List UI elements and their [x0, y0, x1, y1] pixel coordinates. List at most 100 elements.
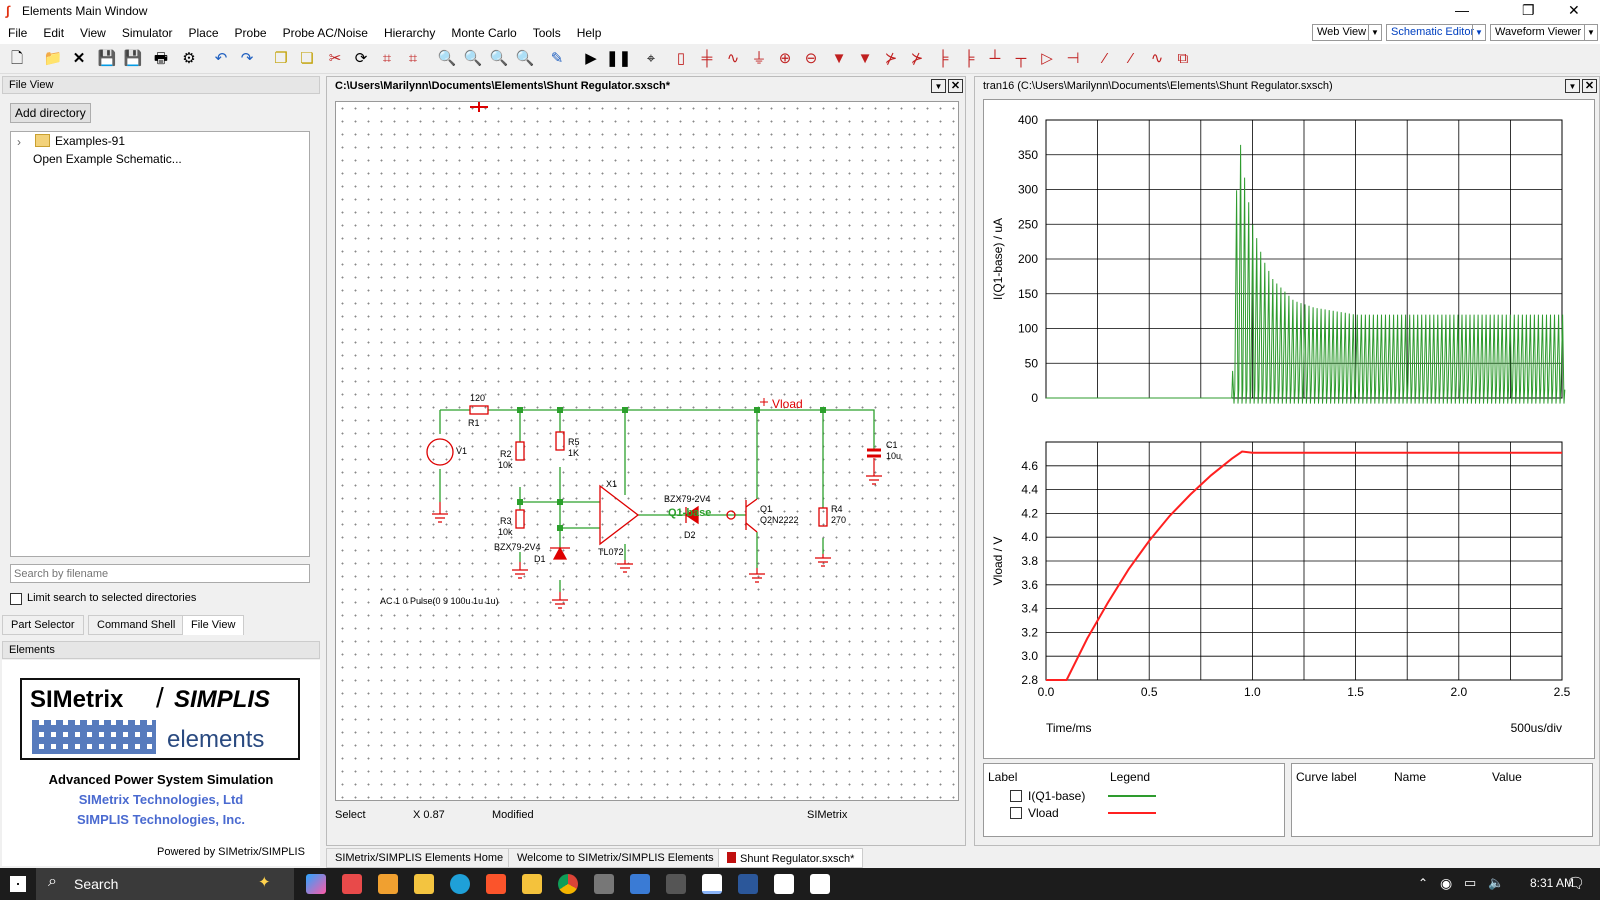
- close-doc-icon[interactable]: ✕: [948, 79, 963, 93]
- volume-icon[interactable]: 🔈: [1488, 875, 1505, 890]
- wave-probe-icon[interactable]: ∿: [1150, 50, 1164, 67]
- dropdown-icon[interactable]: ▼: [1565, 79, 1580, 93]
- close-window-button[interactable]: ✕: [1568, 2, 1580, 18]
- add-directory-button[interactable]: Add directory: [10, 103, 91, 123]
- voltage-source-icon[interactable]: ⊕: [778, 50, 792, 67]
- chrome-icon[interactable]: [558, 874, 578, 894]
- voltage-probe-icon[interactable]: ⁄: [1103, 50, 1107, 67]
- doc-tab-home[interactable]: SIMetrix/SIMPLIS Elements Home: [326, 848, 513, 868]
- diff-probe-icon[interactable]: ⧉: [1177, 50, 1189, 67]
- edge-icon[interactable]: [450, 874, 470, 894]
- menu-simulator[interactable]: Simulator: [121, 26, 173, 40]
- simplis-taskbar-icon[interactable]: [810, 874, 830, 894]
- font-app-icon[interactable]: [774, 874, 794, 894]
- delete-wire-icon[interactable]: ⌗: [382, 50, 392, 67]
- paste-icon[interactable]: ❏: [300, 50, 314, 67]
- windows-start-icon[interactable]: [10, 876, 26, 892]
- menu-edit[interactable]: Edit: [43, 26, 65, 40]
- print-icon[interactable]: 🖶: [153, 50, 169, 67]
- file-explorer-icon[interactable]: [414, 874, 434, 894]
- undo-icon[interactable]: ↶: [214, 50, 228, 67]
- save-all-icon[interactable]: 💾: [123, 50, 143, 67]
- draw-wire-icon[interactable]: ✎: [550, 50, 564, 67]
- nmos-icon[interactable]: ╞: [937, 50, 949, 67]
- simetrix-taskbar-icon[interactable]: [702, 874, 722, 894]
- zoom-box-icon[interactable]: 🔍: [515, 50, 535, 67]
- messaging-icon[interactable]: [522, 874, 542, 894]
- taskbar-search[interactable]: ⌕ Search ✦: [36, 868, 294, 900]
- dropdown-icon[interactable]: ▼: [931, 79, 946, 93]
- menu-probe-ac-noise[interactable]: Probe AC/Noise: [282, 26, 368, 40]
- menu-probe[interactable]: Probe: [234, 26, 267, 40]
- delete-node-icon[interactable]: ⌗: [408, 50, 418, 67]
- zoom-in-icon[interactable]: 🔍: [489, 50, 509, 67]
- pnp-icon[interactable]: ⊁: [910, 50, 924, 67]
- menu-view[interactable]: View: [80, 26, 106, 40]
- battery-icon[interactable]: ▭: [1464, 875, 1477, 890]
- calculator-icon[interactable]: [666, 874, 686, 894]
- media-icon[interactable]: [378, 874, 398, 894]
- menu-file[interactable]: File: [8, 26, 28, 40]
- probe-q1-base[interactable]: Q1-base: [668, 507, 711, 519]
- menu-help[interactable]: Help: [576, 26, 602, 40]
- pjfet-icon[interactable]: ┬: [1015, 50, 1027, 67]
- copilot-icon[interactable]: [306, 874, 326, 894]
- capacitor-icon[interactable]: ╪: [701, 50, 713, 67]
- ground-icon[interactable]: ⏚: [751, 50, 767, 67]
- waveform-viewer-select[interactable]: Waveform Viewer▼: [1490, 24, 1598, 41]
- limit-search-checkbox[interactable]: [10, 593, 22, 605]
- store-icon[interactable]: [594, 874, 614, 894]
- tab-part-selector[interactable]: Part Selector: [2, 615, 84, 635]
- binoculars-icon[interactable]: ⌖: [646, 50, 656, 67]
- redo-icon[interactable]: ↷: [240, 50, 254, 67]
- zener-icon[interactable]: ▼: [857, 50, 873, 67]
- close-waveform-icon[interactable]: ✕: [1582, 79, 1597, 93]
- current-source-icon[interactable]: ⊖: [804, 50, 818, 67]
- opamp-icon[interactable]: ▷: [1041, 50, 1053, 67]
- doc-tab-shunt-regulator[interactable]: Shunt Regulator.sxsch*: [718, 848, 864, 868]
- menu-place[interactable]: Place: [188, 26, 219, 40]
- run-icon[interactable]: ▶: [585, 50, 597, 67]
- network-app-icon[interactable]: [630, 874, 650, 894]
- search-filename-input[interactable]: [10, 564, 310, 583]
- probe-vload[interactable]: Vload: [772, 397, 803, 411]
- tree-folder-examples[interactable]: Examples-91: [55, 134, 126, 148]
- chevron-up-icon[interactable]: ⌃: [1418, 876, 1429, 890]
- inductor-icon[interactable]: ∿: [726, 50, 740, 67]
- tab-command-shell[interactable]: Command Shell: [88, 615, 185, 635]
- pause-icon[interactable]: ❚❚: [606, 50, 632, 67]
- word-icon[interactable]: [738, 874, 758, 894]
- tree-item-open-example[interactable]: Open Example Schematic...: [33, 152, 182, 166]
- resistor-icon[interactable]: ▯: [676, 50, 686, 67]
- curve-2-checkbox[interactable]: [1010, 807, 1022, 819]
- minimize-button[interactable]: —: [1455, 2, 1469, 18]
- settings-icon[interactable]: ⚙: [182, 50, 196, 67]
- pmos-icon[interactable]: ╞: [963, 50, 975, 67]
- rotate-icon[interactable]: ⟳: [354, 50, 368, 67]
- doc-tab-welcome[interactable]: Welcome to SIMetrix/SIMPLIS Elements: [508, 848, 723, 868]
- notification-icon[interactable]: 🗨: [1566, 875, 1586, 892]
- copy-icon[interactable]: ❐: [274, 50, 288, 67]
- switch-icon[interactable]: ⊣: [1066, 50, 1080, 67]
- brave-icon[interactable]: [486, 874, 506, 894]
- current-probe-icon[interactable]: ⁄: [1129, 50, 1133, 67]
- cut-icon[interactable]: ✂: [328, 50, 342, 67]
- open-folder-icon[interactable]: 📁: [43, 50, 63, 67]
- menu-monte-carlo[interactable]: Monte Carlo: [451, 26, 517, 40]
- njfet-icon[interactable]: ┴: [989, 50, 1001, 67]
- expand-icon[interactable]: ›: [17, 135, 21, 149]
- schematic-canvas[interactable]: 120 R1 R2 10k R3 10k R5 1K V1 BZX79-2V4 …: [335, 101, 959, 801]
- record-icon[interactable]: ◉: [1440, 875, 1453, 891]
- app-icon-2[interactable]: [342, 874, 362, 894]
- menu-tools[interactable]: Tools: [532, 26, 561, 40]
- zoom-out-icon[interactable]: 🔍: [463, 50, 483, 67]
- schematic-editor-select[interactable]: Schematic Editor▼: [1386, 24, 1486, 41]
- new-file-icon[interactable]: 🗋: [10, 50, 24, 67]
- save-icon[interactable]: 💾: [97, 50, 117, 67]
- restore-button[interactable]: ❐: [1522, 2, 1535, 18]
- close-file-icon[interactable]: ✕: [72, 50, 86, 67]
- web-view-select[interactable]: Web View▼: [1312, 24, 1382, 41]
- menu-hierarchy[interactable]: Hierarchy: [383, 26, 436, 40]
- clock-time[interactable]: 8:31 AM: [1529, 876, 1574, 890]
